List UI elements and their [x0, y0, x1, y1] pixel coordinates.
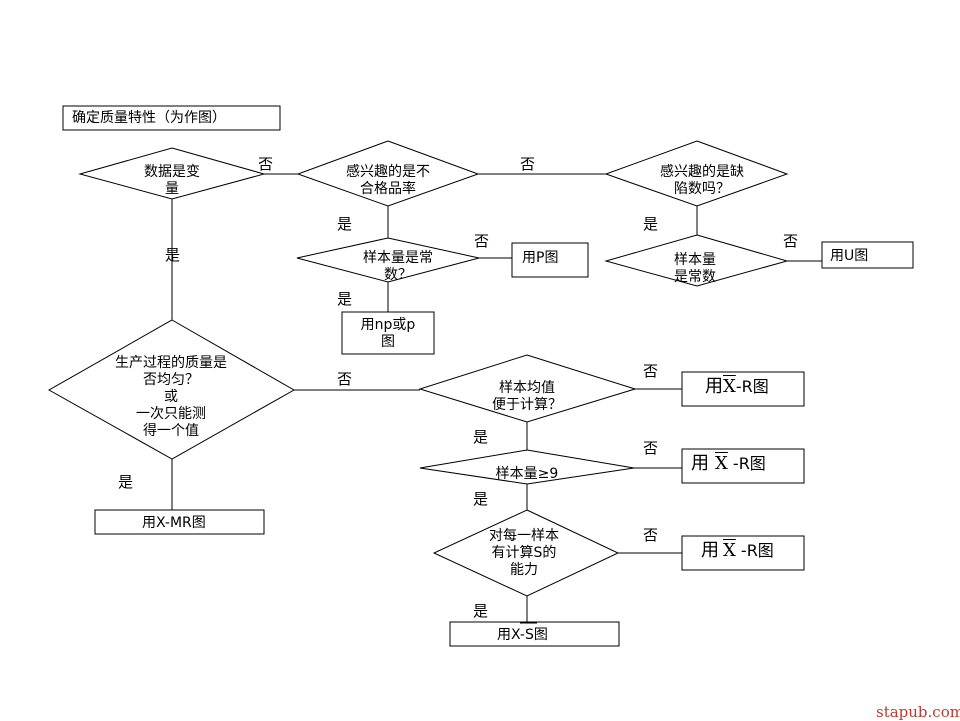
decision-defect-count	[604, 140, 789, 207]
is-variable-text: 数据是变 量	[144, 164, 200, 197]
u-chart-box	[821, 241, 914, 269]
decision-sample-const-p	[296, 237, 480, 283]
xbar-r-suffix-1: -R图	[735, 377, 769, 396]
xs-chart-text: 用X-S图	[497, 627, 548, 643]
label-yes-5: 是	[473, 428, 489, 446]
u-chart-text: 用U图	[830, 248, 869, 264]
xs-chart-box	[449, 621, 620, 647]
decision-sample-ge9	[419, 449, 635, 485]
sample-ge9-text: 样本量≥9	[495, 466, 559, 482]
xmr-chart-text: 用X-MR图	[142, 515, 206, 531]
nonconforming-rate-text: 感兴趣的是不 合格品率	[346, 164, 430, 197]
start-text: 确定质量特性（为作图）	[72, 110, 226, 126]
sample-const-u-text: 样本量 是常数	[674, 252, 716, 285]
xbar-r-suffix-3: -R图	[735, 541, 774, 560]
homogeneous-text: 生产过程的质量是 否均匀？ 或 一次只能测 得一个值	[115, 355, 227, 439]
np-chart-box	[341, 311, 435, 355]
decision-nonconforming-rate	[296, 140, 480, 207]
start-box	[62, 105, 281, 131]
label-no-6: 否	[643, 362, 659, 380]
can-compute-s-text: 对每一样本 有计算S的 能力	[489, 528, 559, 578]
xbar-symbol-1: X	[723, 376, 736, 397]
sample-const-p-text: 样本量是常 数？	[363, 250, 433, 283]
decision-homogeneous	[47, 319, 296, 460]
label-no-8: 否	[643, 526, 659, 544]
xbar-r-text-1: 用X-R图	[705, 376, 769, 397]
decision-sample-const-u	[604, 234, 789, 287]
label-yes-8: 是	[473, 602, 489, 620]
p-chart-box	[511, 242, 589, 278]
label-yes-7: 是	[473, 490, 489, 508]
watermark: stapub.com	[876, 703, 960, 721]
xbar-r-box-3	[681, 535, 805, 571]
label-no-7: 否	[643, 439, 659, 457]
xbar-symbol-2: X	[715, 453, 728, 474]
defect-count-text: 感兴趣的是缺 陷数吗？	[660, 164, 744, 197]
label-no-3: 否	[474, 232, 490, 250]
xbar-r-prefix-1: 用	[705, 376, 723, 397]
label-no-2: 否	[520, 155, 536, 173]
connectors	[171, 173, 822, 622]
label-no-4: 否	[783, 232, 799, 250]
np-chart-text: 用np或p 图	[360, 317, 416, 350]
xbar-r-box-2	[681, 448, 805, 484]
xbar-r-prefix-3: 用	[701, 540, 719, 561]
decision-is-variable	[78, 147, 266, 200]
xbar-r-prefix-2: 用	[691, 453, 709, 474]
decision-can-compute-s	[432, 509, 620, 597]
xbar-r-box-1	[681, 371, 805, 407]
label-no-5: 否	[337, 370, 353, 388]
p-chart-text: 用P图	[522, 250, 559, 266]
label-yes-3: 是	[165, 246, 181, 264]
xbar-r-suffix-2: -R图	[727, 454, 766, 473]
mean-easy-text: 样本均值 便于计算？	[492, 380, 562, 413]
label-yes-4: 是	[337, 290, 353, 308]
label-yes-1: 是	[337, 215, 353, 233]
xbar-symbol-3: X	[723, 540, 736, 561]
label-yes-2: 是	[643, 215, 659, 233]
decision-mean-easy	[418, 354, 637, 423]
label-yes-6: 是	[118, 473, 134, 491]
xmr-chart-box	[94, 509, 265, 535]
label-no-1: 否	[258, 155, 274, 173]
